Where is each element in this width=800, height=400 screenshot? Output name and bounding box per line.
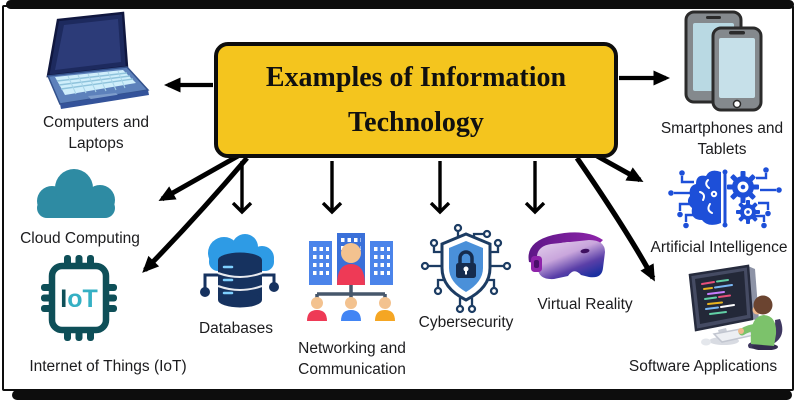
software-dev-icon <box>688 264 783 350</box>
databases-label: Databases <box>198 320 274 337</box>
cloud-label: Cloud Computing <box>20 230 140 247</box>
vr-label: Virtual Reality <box>537 296 633 313</box>
top-black-bar <box>6 0 794 9</box>
network-icon <box>307 233 395 321</box>
database-icon <box>200 234 279 308</box>
ai-label: Artificial Intelligence <box>650 239 788 256</box>
diagram-title: Examples of Information Technology <box>265 62 567 138</box>
iot-chip-icon: IoT <box>41 255 117 341</box>
smartphones-tablets-icon <box>684 10 763 112</box>
networking-label: Networking and Communication <box>298 340 406 378</box>
computers-label: Computers and Laptops <box>43 114 149 152</box>
software-label: Software Applications <box>628 358 778 375</box>
cybersecurity-label: Cybersecurity <box>418 314 514 331</box>
ai-brain-icon <box>668 167 782 229</box>
vr-headset-icon <box>528 232 605 280</box>
iot-chip-text: IoT <box>60 285 98 313</box>
shield-lock-icon <box>420 223 512 314</box>
bottom-black-bar <box>12 390 792 400</box>
iot-label: Internet of Things (IoT) <box>29 358 187 375</box>
smartphones-label: Smartphones and Tablets <box>660 120 784 158</box>
central-title-box: Examples of Information Technology <box>214 42 618 158</box>
laptop-icon <box>46 11 150 109</box>
cloud-icon <box>37 169 115 218</box>
